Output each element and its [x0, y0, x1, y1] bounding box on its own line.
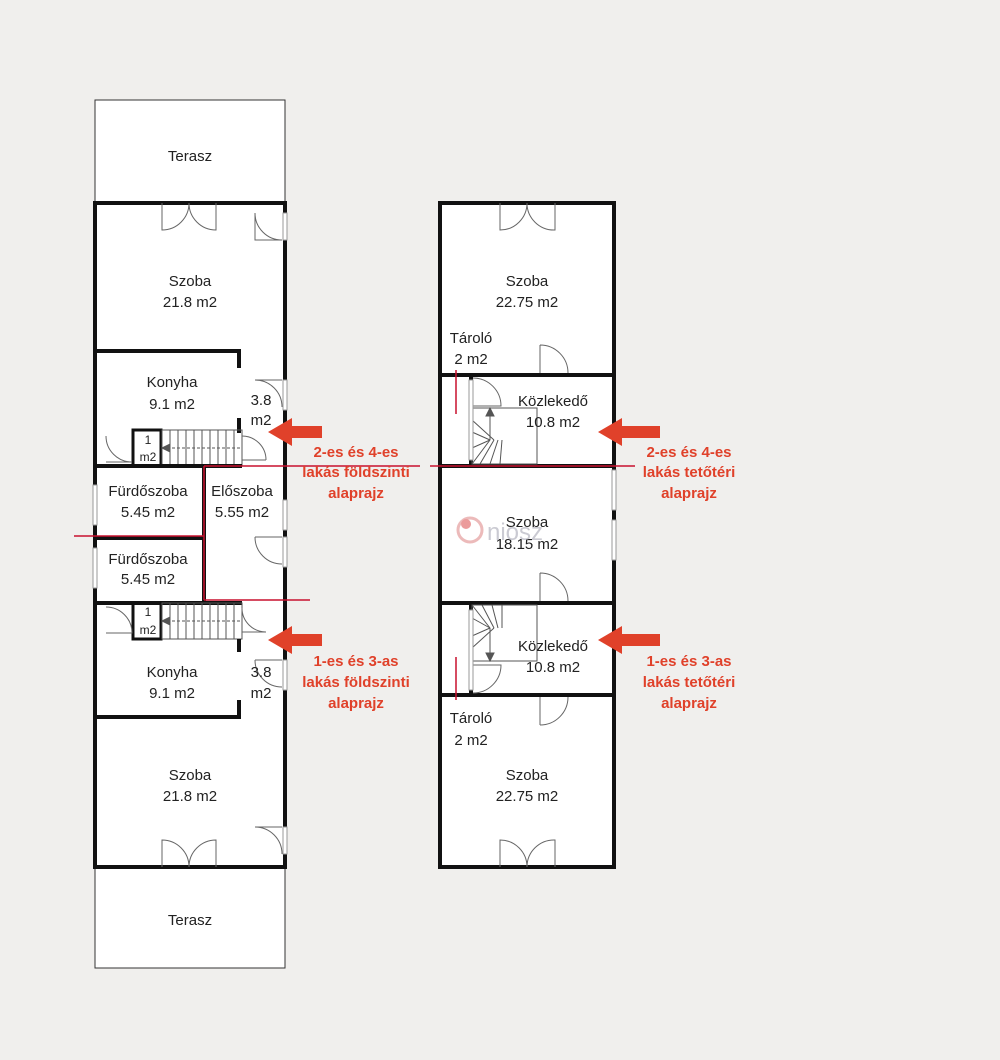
note-attic-13-line3: alaprajz: [661, 695, 717, 712]
note-attic-24-line2: lakás tetőtéri: [643, 464, 736, 481]
closet-top-value: 1: [145, 433, 152, 447]
bath-top-name: Fürdőszoba: [108, 483, 188, 500]
bath-top-area: 5.45 m2: [121, 504, 175, 521]
room-bottom-area: 21.8 m2: [163, 788, 217, 805]
terrace-top-outline: [94, 99, 286, 204]
entrance-area: 5.55 m2: [215, 504, 269, 521]
watermark-text: niosz: [487, 519, 543, 546]
note-attic-13-line1: 1-es és 3-as: [646, 653, 731, 670]
attic-floor-plan: [430, 201, 635, 869]
hall-top-value: 3.8: [251, 392, 272, 409]
closet-bottom-value: 1: [145, 605, 152, 619]
attic-room-top-name: Szoba: [506, 273, 549, 290]
note-attic-24-line3: alaprajz: [661, 485, 717, 502]
hall-bottom-value: 3.8: [251, 664, 272, 681]
note-ground-24-line3: alaprajz: [328, 485, 384, 502]
attic-storage-bottom-name: Tároló: [450, 710, 493, 727]
attic-room-middle-name: Szoba: [506, 514, 549, 531]
attic-room-bottom-name: Szoba: [506, 767, 549, 784]
closet-bottom-unit: m2: [140, 623, 157, 637]
terrace-top-label: Terasz: [168, 148, 212, 165]
bath-bottom-name: Fürdőszoba: [108, 551, 188, 568]
attic-storage-top-area: 2 m2: [454, 351, 487, 368]
kitchen-bottom-name: Konyha: [147, 664, 199, 681]
attic-room-bottom-area: 22.75 m2: [496, 788, 559, 805]
arrow-attic-24: [598, 418, 660, 446]
note-ground-24-line1: 2-es és 4-es: [313, 444, 398, 461]
attic-corridor-bottom-area: 10.8 m2: [526, 659, 580, 676]
arrow-ground-24: [268, 418, 322, 446]
arrow-ground-13: [268, 626, 322, 654]
attic-room-top-area: 22.75 m2: [496, 294, 559, 311]
ground-floor-plan: [74, 99, 420, 969]
kitchen-top-area: 9.1 m2: [149, 396, 195, 413]
watermark-logo: niosz: [456, 516, 543, 546]
hall-top-unit: m2: [251, 412, 272, 429]
attic-corridor-top-area: 10.8 m2: [526, 414, 580, 431]
terrace-bottom-outline: [94, 866, 286, 969]
note-attic-13-line2: lakás tetőtéri: [643, 674, 736, 691]
closet-top-unit: m2: [140, 450, 157, 464]
attic-room-middle-area: 18.15 m2: [496, 536, 559, 553]
kitchen-top-name: Konyha: [147, 374, 199, 391]
entrance-name: Előszoba: [211, 483, 273, 500]
attic-corridor-top-name: Közlekedő: [518, 393, 588, 410]
terrace-bottom-label: Terasz: [168, 912, 212, 929]
note-ground-24-line2: lakás földszinti: [302, 464, 410, 481]
room-top-area: 21.8 m2: [163, 294, 217, 311]
note-attic-24-line1: 2-es és 4-es: [646, 444, 731, 461]
attic-storage-top-name: Tároló: [450, 330, 493, 347]
note-ground-13-line3: alaprajz: [328, 695, 384, 712]
attic-corridor-bottom-name: Közlekedő: [518, 638, 588, 655]
room-top-name: Szoba: [169, 273, 212, 290]
room-bottom-name: Szoba: [169, 767, 212, 784]
arrow-attic-13: [598, 626, 660, 654]
note-ground-13-line1: 1-es és 3-as: [313, 653, 398, 670]
kitchen-bottom-area: 9.1 m2: [149, 685, 195, 702]
bath-bottom-area: 5.45 m2: [121, 571, 175, 588]
hall-bottom-unit: m2: [251, 685, 272, 702]
attic-storage-bottom-area: 2 m2: [454, 732, 487, 749]
note-ground-13-line2: lakás földszinti: [302, 674, 410, 691]
